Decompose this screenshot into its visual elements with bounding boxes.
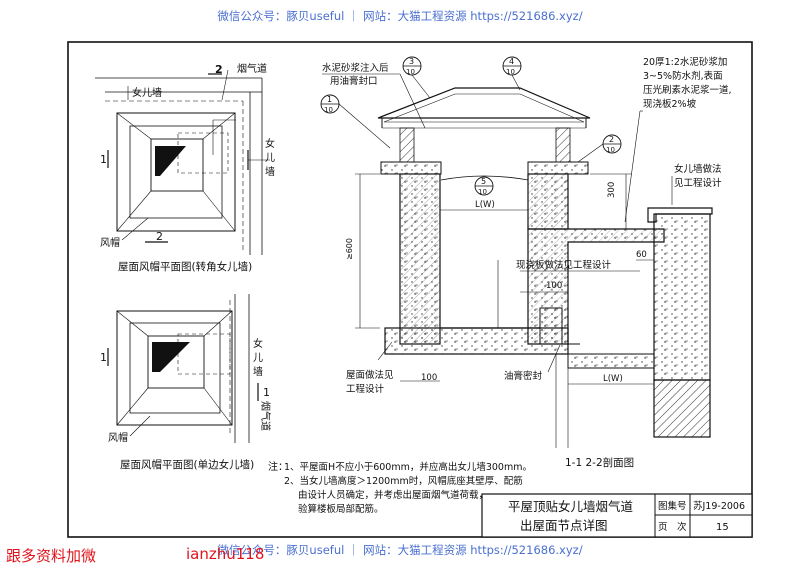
dim-100-mid: 100: [546, 281, 562, 291]
note-roofing-2: 工程设计: [346, 383, 385, 395]
titleblock-title-line1: 平屋顶贴女儿墙烟气道: [508, 499, 634, 514]
notes-item-4: 验算楼板局部配筋。: [298, 503, 384, 515]
svg-text:10: 10: [606, 146, 615, 154]
contact-id: ianzhu118: [186, 545, 265, 563]
ref-circle-3: 3 10: [402, 56, 431, 99]
note-mortar-1: 水泥砂浆注入后: [322, 62, 389, 74]
svg-text:20厚1:2水泥砂浆加: 20厚1:2水泥砂浆加: [643, 56, 727, 68]
plan1-cut-mark-left: 1: [100, 153, 107, 166]
svg-text:3: 3: [409, 57, 414, 66]
contact-note: 跟多资料加微: [6, 547, 97, 565]
note-slab: 现浇板做法见工程设计: [516, 259, 612, 271]
plan1-section-mark: 2: [215, 63, 223, 76]
section-drawing: ≥600 300 L(W) 100 100 L(W) 60 1 10 3 10: [320, 56, 732, 469]
dim-lw-bottom: L(W): [603, 374, 623, 384]
ref-circle-5: 5 10: [474, 176, 494, 196]
plan2-cowl-label: 风帽: [108, 431, 128, 444]
titleblock-page-value: 15: [716, 522, 729, 533]
svg-text:压光刷素水泥浆一道,: 压光刷素水泥浆一道,: [643, 84, 732, 96]
svg-text:10: 10: [506, 68, 515, 76]
ref-circle-2: 2 10: [577, 134, 622, 163]
notes-label: 注：: [268, 460, 288, 473]
plan2-parapet-side-1: 女: [253, 337, 263, 350]
titleblock-page-label: 页 次: [658, 521, 687, 533]
plan2-cut-mark-right: 1: [263, 386, 270, 399]
plan1-parapet-side-1: 女: [265, 137, 275, 150]
svg-text:10: 10: [478, 188, 487, 196]
plan2-parapet-side-2: 儿: [253, 352, 263, 364]
dim-300: 300: [607, 182, 617, 198]
plan-single-parapet: 女 儿 墙 1 1 烟气道 风帽 屋面风帽平面图(单边女儿墙): [100, 294, 272, 471]
plan1-parapet-side-2: 儿: [265, 152, 275, 164]
dim-60: 60: [636, 250, 647, 260]
ref-circle-4: 4 10: [502, 56, 522, 91]
notes-item-1: 1、平屋面H不应小于600mm，并应高出女儿墙300mm。: [284, 461, 532, 473]
svg-text:2: 2: [609, 135, 614, 144]
svg-text:1: 1: [327, 95, 332, 104]
dim-lw-top: L(W): [475, 200, 495, 210]
svg-text:3~5%防水剂,表面: 3~5%防水剂,表面: [643, 70, 723, 82]
note-roofing-1: 屋面做法见: [346, 369, 394, 381]
plan1-parapet-side-3: 墙: [265, 165, 275, 178]
svg-text:10: 10: [324, 106, 333, 114]
svg-text:5: 5: [481, 177, 486, 186]
sheet-border: [67, 41, 753, 538]
svg-text:10: 10: [406, 68, 415, 76]
ref-circle-1: 1 10: [320, 94, 391, 149]
note-sealant: 油膏密封: [504, 370, 543, 382]
titleblock-title-line2: 出屋面节点详图: [520, 518, 608, 533]
plan2-flue-label: 烟气道: [259, 401, 272, 431]
plan2-title: 屋面风帽平面图(单边女儿墙): [120, 458, 254, 471]
notes-item-3: 由设计人员确定，并考虑出屋面烟气道荷载，: [298, 489, 488, 501]
plan1-parapet-top-label: 女儿墙: [132, 86, 162, 99]
plan1-title: 屋面风帽平面图(转角女儿墙): [118, 260, 252, 273]
plan1-flue-label: 烟气道: [237, 62, 267, 75]
plan1-cowl-label: 风帽: [100, 236, 120, 249]
plan1-cut-mark-2: 2: [156, 230, 163, 243]
title-block: 平屋顶贴女儿墙烟气道 出屋面节点详图 图集号 苏J19-2006 页 次 15: [481, 493, 753, 538]
note-parapet-2: 见工程设计: [674, 177, 722, 189]
watermark-bottom: 微信公众号：豚贝useful ｜ 网站：大猫工程资源 https://52168…: [217, 543, 583, 557]
titleblock-atlas-label: 图集号: [658, 500, 687, 512]
plan2-parapet-side-3: 墙: [253, 365, 263, 378]
plan-corner-parapet: 2 烟气道 女儿墙 女 儿 墙 1 2 风帽 屋面风帽平面图(转角女儿墙): [95, 62, 275, 273]
section-title: 1-1 2-2剖面图: [565, 456, 634, 469]
note-roof-box: 20厚1:2水泥砂浆加 3~5%防水剂,表面 压光刷素水泥浆一道, 现浇板2%坡: [624, 56, 732, 223]
svg-text:现浇板2%坡: 现浇板2%坡: [643, 98, 697, 110]
note-mortar-2: 用油膏封口: [330, 75, 378, 87]
plan2-cut-mark-left: 1: [100, 351, 107, 364]
titleblock-atlas-value: 苏J19-2006: [693, 500, 745, 512]
dim-100-bottom: 100: [421, 373, 437, 383]
notes-item-2: 2、当女儿墙高度＞1200mm时，风帽底座其壁厚、配筋: [284, 475, 523, 487]
note-parapet-1: 女儿墙做法: [674, 163, 722, 175]
general-notes: 注： 1、平屋面H不应小于600mm，并应高出女儿墙300mm。 2、当女儿墙高…: [268, 460, 532, 515]
svg-text:4: 4: [509, 57, 514, 66]
dim-height-H: ≥600: [345, 238, 354, 260]
watermark-top: 微信公众号：豚贝useful ｜ 网站：大猫工程资源 https://52168…: [217, 9, 583, 23]
